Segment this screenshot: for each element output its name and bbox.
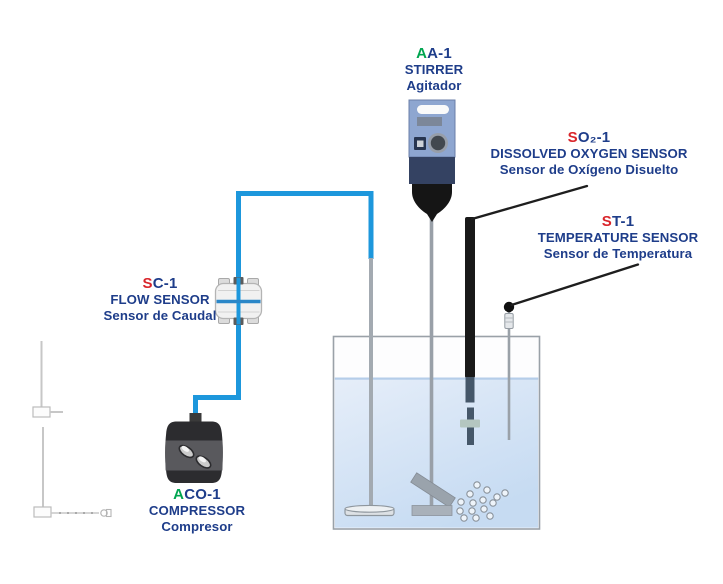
compressor-vent-slot [195,455,212,469]
tank-water [334,377,539,528]
compressor-name: COMPRESSOR [148,503,246,518]
oxygen-code: SO₂-1 [567,129,611,146]
stirrer-paddle [411,505,453,516]
ghost-stand-lower [33,427,112,518]
stirrer-display-pill [417,105,449,114]
ghost-stand-upper [32,341,63,418]
compressor-device [165,413,223,483]
label-compressor: ACO-1 COMPRESSOR Compresor [149,486,245,535]
dissolved-oxygen-probe [460,217,480,445]
stirrer-display [417,117,442,126]
stirrer-code: AA-1 [416,45,452,62]
flow-code: SC-1 [142,275,178,292]
stirrer-blade-diagonal [410,472,456,508]
flow-sensor-device [214,277,263,325]
temperature-name: TEMPERATURE SENSOR [537,230,699,245]
air-diffuser [344,258,395,517]
oxygen-name: DISSOLVED OXYGEN SENSOR [490,146,688,161]
temperature-leader-line [510,263,640,307]
label-flow: SC-1 FLOW SENSOR Sensor de Caudal [104,275,217,324]
flow-name-es: Sensor de Caudal [103,308,217,323]
stirrer-name: STIRRER [404,62,464,77]
bubbles [456,481,509,522]
stirrer-shaft [410,200,456,516]
compressor-vent-slot [178,444,195,459]
compressor-name-es: Compresor [161,519,233,534]
oxygen-name-es: Sensor de Oxígeno Disuelto [499,162,679,177]
oxygen-leader-line [470,184,589,221]
flow-name: FLOW SENSOR [110,292,210,307]
stirrer-name-es: Agitador [406,78,462,93]
water-surface [334,377,539,380]
temperature-name-es: Sensor de Temperatura [543,246,693,261]
stirrer-device [408,99,456,222]
label-dissolved-oxygen: SO₂-1 DISSOLVED OXYGEN SENSOR Sensor de … [491,129,688,178]
label-stirrer: AA-1 STIRRER Agitador [405,45,464,94]
compressor-code: ACO-1 [173,486,221,503]
stirrer-chuck [412,184,452,222]
label-temperature: ST-1 TEMPERATURE SENSOR Sensor de Temper… [538,213,699,262]
temperature-code: ST-1 [601,213,635,230]
